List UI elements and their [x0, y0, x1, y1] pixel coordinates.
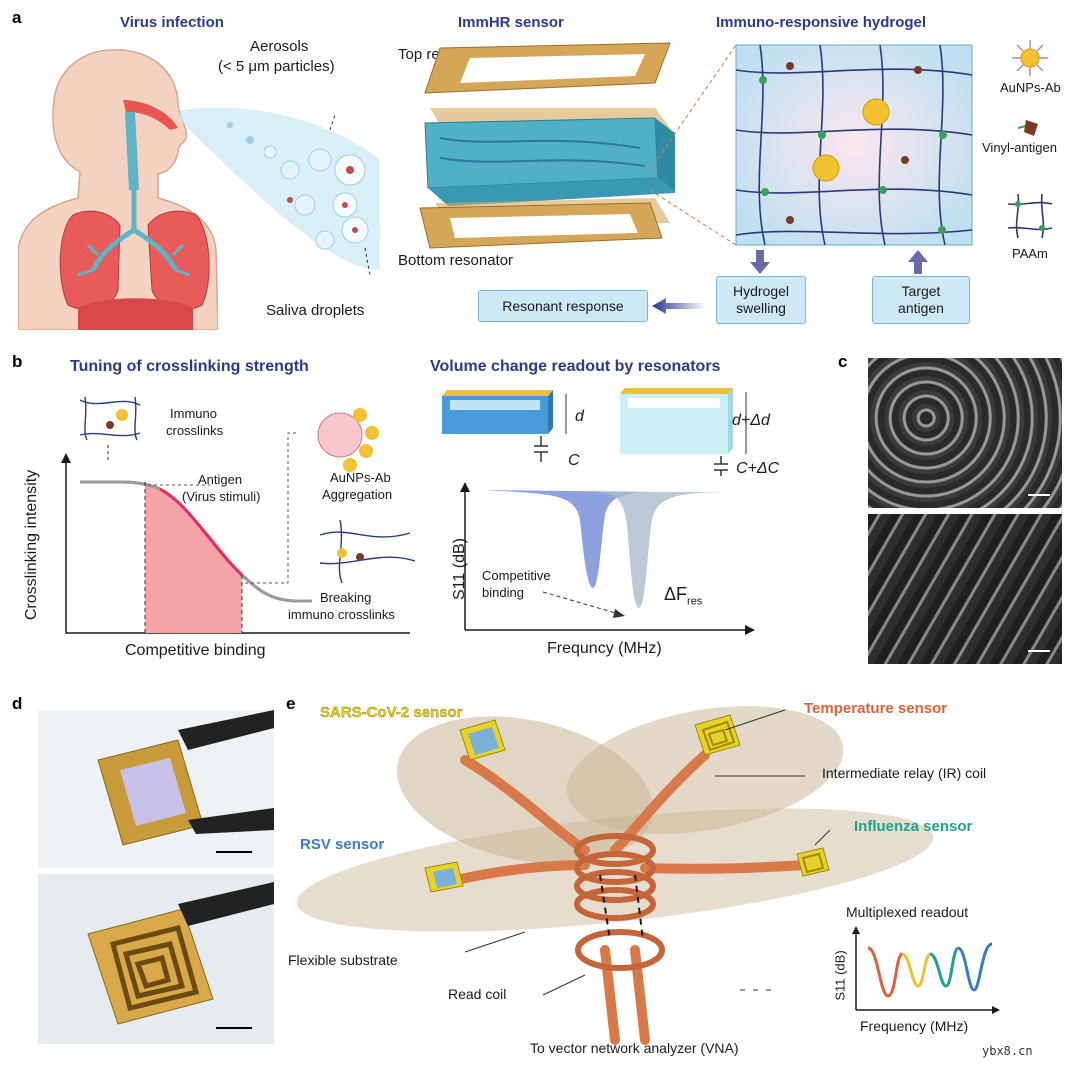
- vinyl-antigen-legend-label: Vinyl-antigen: [982, 140, 1057, 155]
- influenza-sensor-label: Influenza sensor: [854, 818, 973, 835]
- human-respiratory-illustration: [18, 49, 218, 330]
- vna-label: To vector network analyzer (VNA): [530, 1040, 739, 1056]
- hydrogel-network-illustration: [650, 44, 973, 246]
- immhr-sensor-exploded-view: [419, 42, 675, 249]
- sem-image-top: [868, 358, 1062, 508]
- mini-s11-label: S11 (dB): [832, 950, 848, 1001]
- c-plus-delta-c-label: C+ΔC: [736, 460, 780, 477]
- scale-bar-top: [1028, 494, 1050, 496]
- competitive-binding-label-1: Competitive: [482, 568, 551, 583]
- immuno-label-1: Immuno: [170, 406, 217, 421]
- paam-legend-icon: [1007, 193, 1053, 239]
- arrow-up-from-antigen: [908, 250, 928, 274]
- hydrogel-title: Immuno-responsive hydrogel: [716, 14, 927, 31]
- breaking-label-2: immuno crosslinks: [288, 607, 395, 622]
- arrow-down-to-swelling: [750, 250, 770, 274]
- aunps-aggregation-label-1: AuNPs-Ab: [330, 470, 391, 485]
- paam-legend-label: PAAm: [1012, 246, 1048, 261]
- aerosols-size-label: (< 5 μm particles): [218, 58, 335, 75]
- bottom-resonator-label: Bottom resonator: [398, 252, 514, 269]
- d-label: d: [575, 408, 584, 425]
- sem-image-bottom: [868, 514, 1062, 664]
- panel-d-letter: d: [12, 694, 23, 713]
- wireless-sensor-array-illustration: [296, 706, 934, 1045]
- sars-cov-2-sensor-label: SARS-CoV-2 sensor: [320, 704, 463, 721]
- d-plus-delta-d-label: d+Δd: [732, 412, 770, 429]
- target-antigen-line1: Target: [901, 283, 941, 299]
- competitive-binding-label-2: binding: [482, 585, 524, 600]
- aunps-ab-legend-icon: [1012, 40, 1048, 76]
- panel-e-letter: e: [286, 694, 296, 713]
- resonant-response-text: Resonant response: [502, 297, 624, 314]
- aerosols-label: Aerosols: [250, 38, 309, 55]
- resonator-capacitor-illustration: [442, 388, 747, 476]
- frequency-x-axis-label: Frequncy (MHz): [547, 640, 662, 657]
- photo-sensor-square: [38, 710, 274, 868]
- target-antigen-box: Target antigen: [872, 276, 970, 324]
- resonant-response-box: Resonant response: [478, 290, 648, 322]
- scale-bar-bottom: [1028, 650, 1050, 652]
- target-antigen-line2: antigen: [898, 300, 944, 316]
- delta-f-subscript: res: [687, 595, 703, 608]
- tuning-title: Tuning of crosslinking strength: [70, 358, 309, 375]
- c-label: C: [568, 452, 580, 469]
- saliva-droplets-label: Saliva droplets: [266, 302, 365, 319]
- virus-infection-title: Virus infection: [120, 14, 224, 31]
- immhr-sensor-title: ImmHR sensor: [458, 14, 564, 31]
- antigen-label-2: (Virus stimuli): [182, 489, 261, 504]
- crosslinking-y-axis-label: Crosslinking intensity: [23, 469, 40, 621]
- crosslinking-intensity-plot: [61, 396, 416, 634]
- panel-b-letter: b: [12, 352, 23, 371]
- volume-change-title: Volume change readout by resonators: [430, 358, 721, 375]
- temperature-sensor-label: Temperature sensor: [804, 700, 948, 717]
- aunps-aggregation-label-2: Aggregation: [322, 487, 393, 502]
- competitive-binding-x-axis-label: Competitive binding: [125, 642, 266, 659]
- multiplexed-readout-label: Multiplexed readout: [846, 904, 969, 920]
- hydrogel-swelling-line1: Hydrogel: [732, 283, 790, 299]
- delta-f-res-label: ΔFres: [664, 584, 702, 608]
- flexible-substrate-label: Flexible substrate: [288, 952, 398, 968]
- panel-c-letter: c: [838, 352, 848, 371]
- immuno-label-2: crosslinks: [166, 423, 224, 438]
- panel-a-letter: a: [12, 8, 22, 27]
- vinyl-antigen-legend-icon: [1017, 120, 1038, 136]
- breaking-label-1: Breaking: [320, 590, 372, 605]
- aerosol-plume: [180, 107, 380, 276]
- arrow-to-resonant: [652, 298, 706, 314]
- delta-f-text: ΔF: [664, 584, 688, 604]
- multiplexed-readout-chart: [852, 926, 1000, 1014]
- aunps-ab-legend-label: AuNPs-Ab: [1000, 80, 1061, 95]
- read-coil-label: Read coil: [448, 986, 507, 1002]
- hydrogel-swelling-line2: swelling: [736, 300, 786, 316]
- ir-coil-label: Intermediate relay (IR) coil: [822, 765, 987, 781]
- rsv-sensor-label: RSV sensor: [300, 836, 385, 853]
- photo-sensor-spiral: [38, 874, 274, 1044]
- hydrogel-swelling-box: Hydrogel swelling: [716, 276, 806, 324]
- antigen-label-1: Antigen: [198, 472, 243, 487]
- watermark: ybx8.cn: [982, 1044, 1033, 1058]
- s11-y-axis-label: S11 (dB): [451, 538, 468, 600]
- s11-frequency-plot: [460, 482, 755, 635]
- mini-frequency-label: Frequency (MHz): [860, 1018, 969, 1034]
- sensor-square-drawing: [97, 710, 274, 853]
- sensor-spiral-drawing: [87, 882, 274, 1029]
